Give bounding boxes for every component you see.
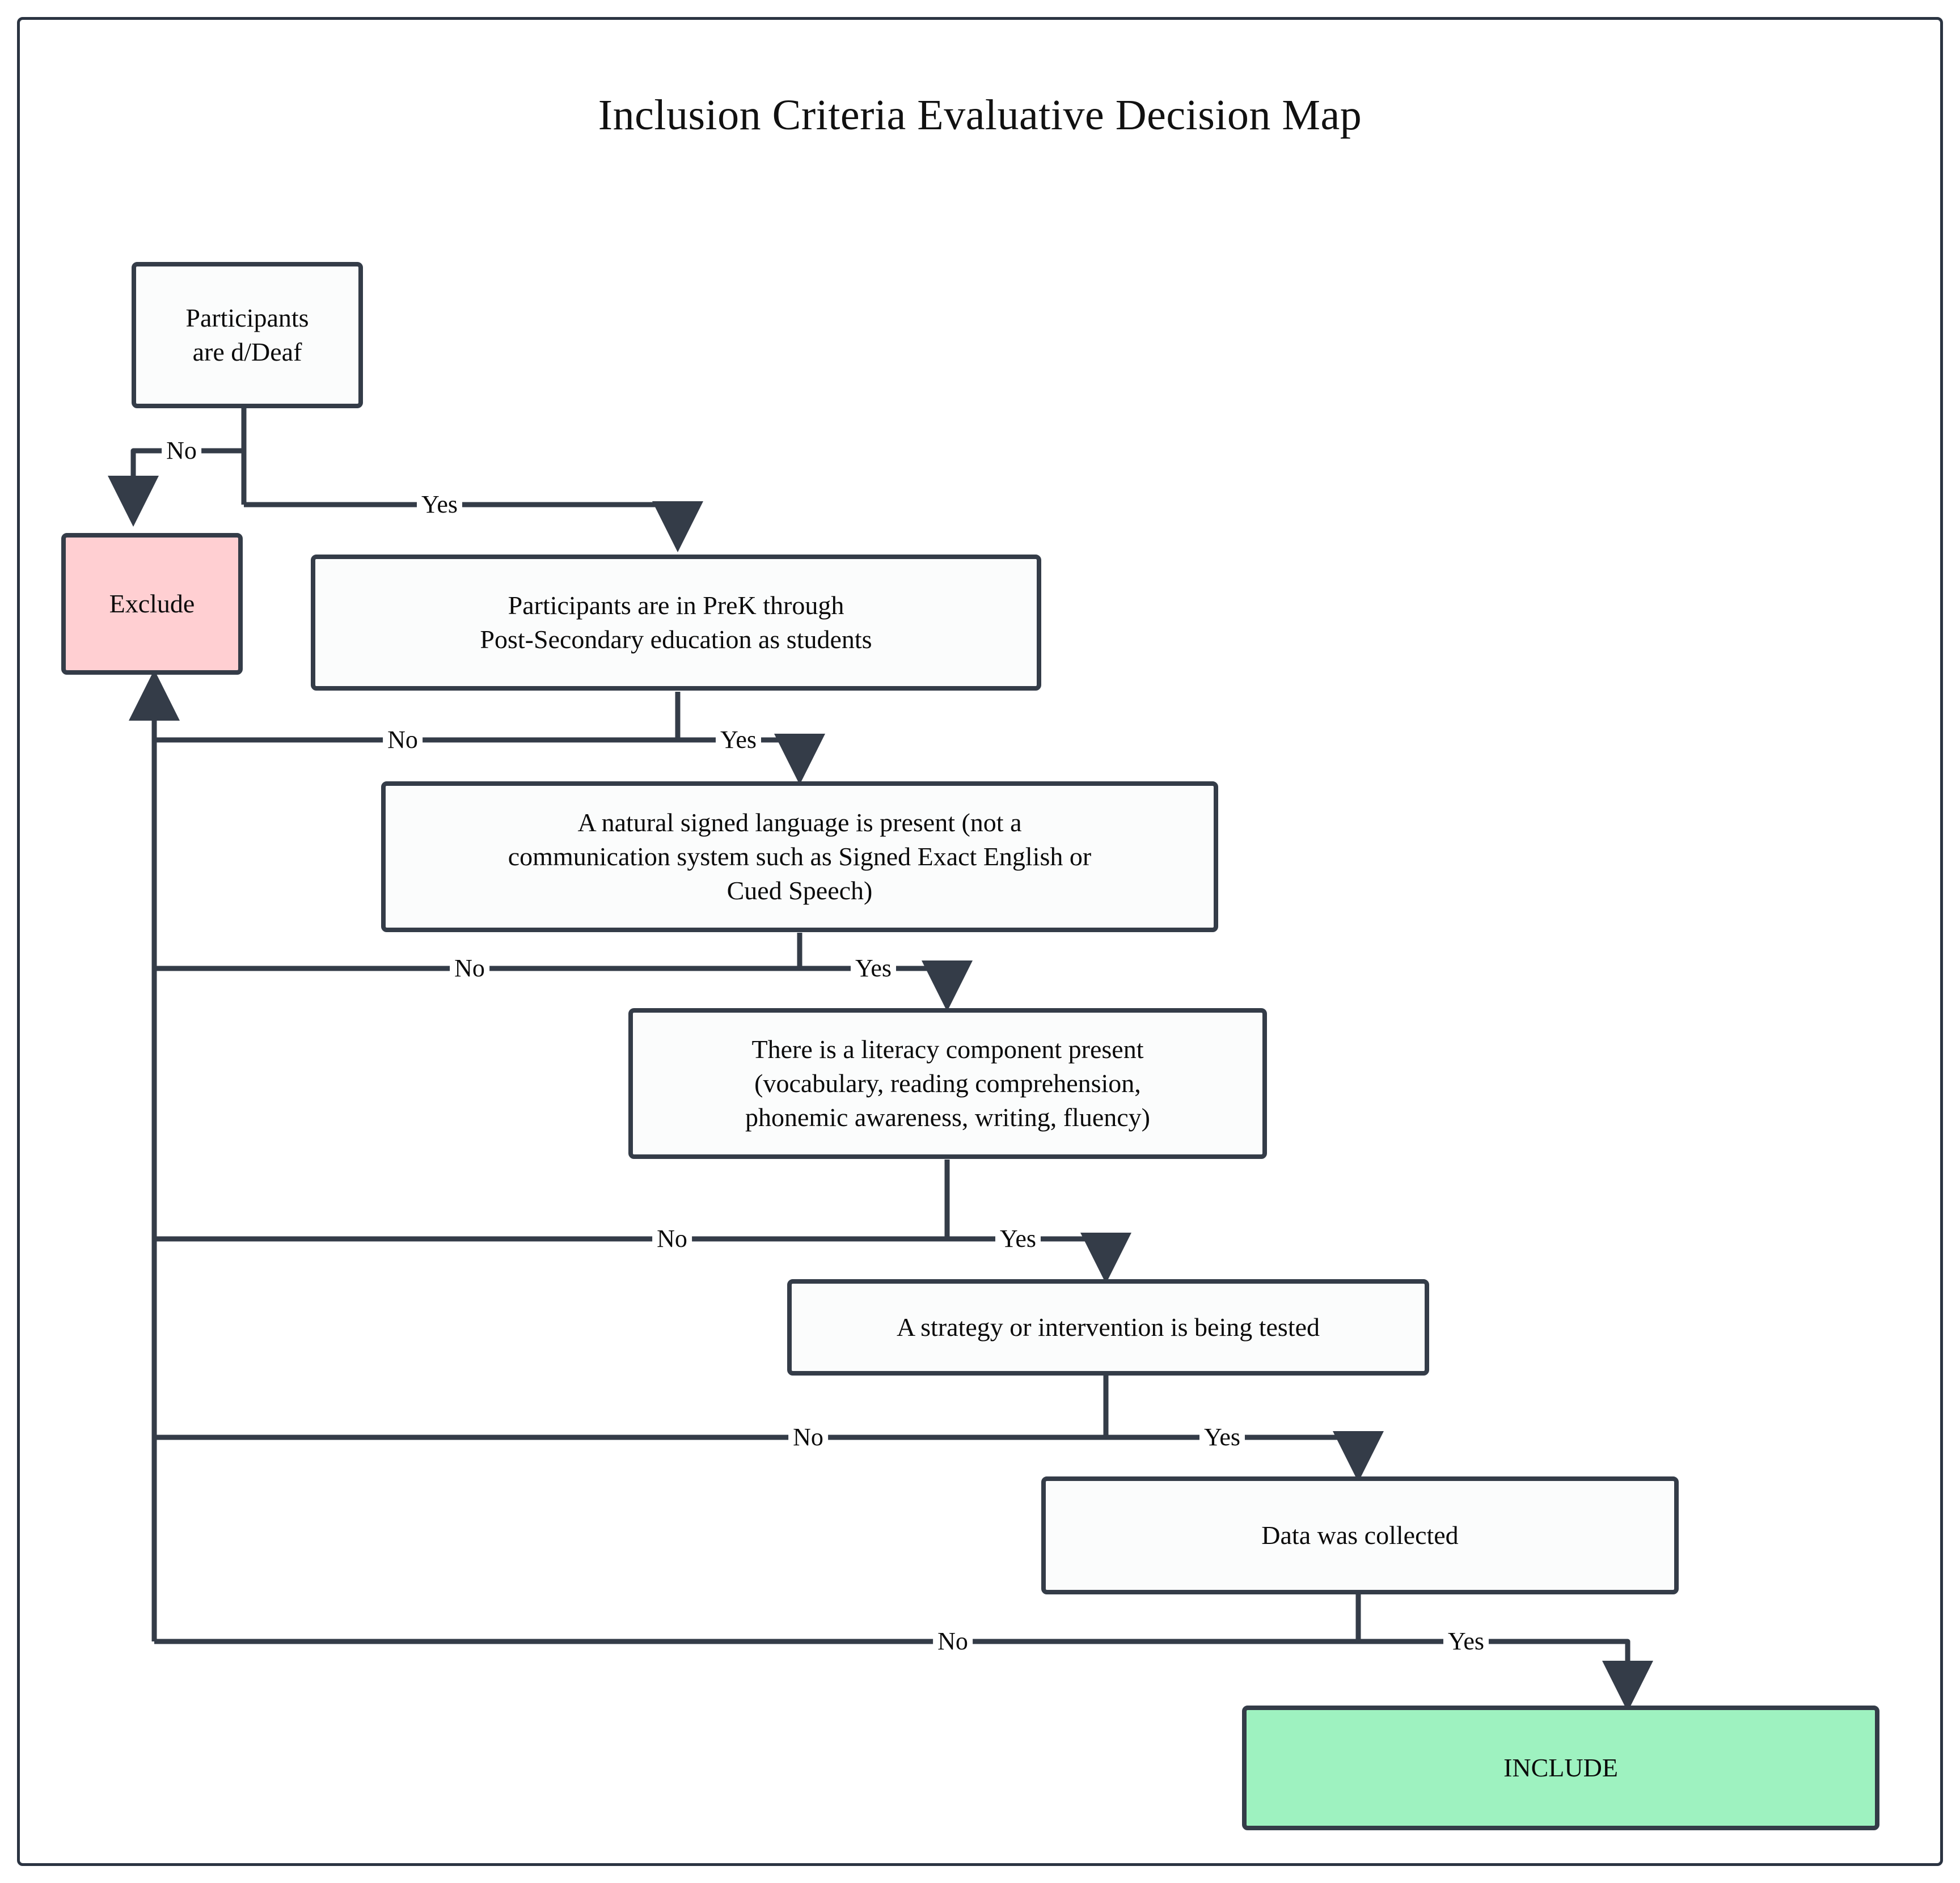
node-data-collected[interactable]: Data was collected: [1041, 1476, 1679, 1594]
node-text-line: Post-Secondary education as students: [480, 625, 872, 654]
node-participants-deaf[interactable]: Participants are d/Deaf: [132, 262, 363, 408]
node-exclude-label: Exclude: [109, 589, 195, 619]
node-strategy-intervention-text: A strategy or intervention is being test…: [896, 1313, 1320, 1342]
edge-label-no-6: No: [933, 1628, 973, 1655]
edge-label-no-3: No: [450, 955, 489, 982]
edge-label-yes-1: Yes: [416, 491, 463, 518]
edge-label-no-1: No: [162, 437, 201, 464]
node-text-line: are d/Deaf: [192, 337, 302, 366]
node-literacy-component[interactable]: There is a literacy component present (v…: [628, 1008, 1267, 1159]
node-text-line: Participants: [185, 303, 309, 333]
node-natural-signed-language-text: A natural signed language is present (no…: [508, 806, 1091, 907]
edge-label-yes-4: Yes: [995, 1225, 1041, 1252]
edge-label-yes-3: Yes: [850, 955, 897, 982]
node-include[interactable]: INCLUDE: [1242, 1706, 1879, 1830]
edge-label-no-2: No: [383, 726, 423, 754]
node-data-collected-text: Data was collected: [1261, 1521, 1459, 1550]
node-text-line: communication system such as Signed Exac…: [508, 842, 1092, 871]
node-text-line: A natural signed language is present (no…: [577, 808, 1022, 837]
node-text-line: (vocabulary, reading comprehension,: [754, 1069, 1141, 1098]
node-prek-postsecondary[interactable]: Participants are in PreK through Post-Se…: [311, 555, 1041, 691]
page-title: Inclusion Criteria Evaluative Decision M…: [598, 91, 1362, 139]
node-prek-postsecondary-text: Participants are in PreK through Post-Se…: [480, 589, 872, 657]
node-text-line: phonemic awareness, writing, fluency): [745, 1102, 1151, 1132]
node-literacy-component-text: There is a literacy component present (v…: [745, 1033, 1150, 1134]
edge-label-yes-6: Yes: [1443, 1628, 1489, 1655]
node-strategy-intervention[interactable]: A strategy or intervention is being test…: [787, 1279, 1429, 1376]
edge-label-yes-2: Yes: [715, 726, 762, 754]
edge-label-no-5: No: [788, 1424, 828, 1451]
edge-label-no-4: No: [652, 1225, 692, 1252]
node-exclude[interactable]: Exclude: [61, 533, 243, 675]
node-text-line: Cued Speech): [726, 875, 873, 905]
node-natural-signed-language[interactable]: A natural signed language is present (no…: [381, 781, 1218, 932]
node-text-line: There is a literacy component present: [751, 1035, 1144, 1064]
node-include-label: INCLUDE: [1503, 1753, 1618, 1783]
node-participants-deaf-text: Participants are d/Deaf: [185, 301, 309, 369]
edge-label-yes-5: Yes: [1199, 1424, 1245, 1451]
node-text-line: Participants are in PreK through: [508, 591, 844, 620]
